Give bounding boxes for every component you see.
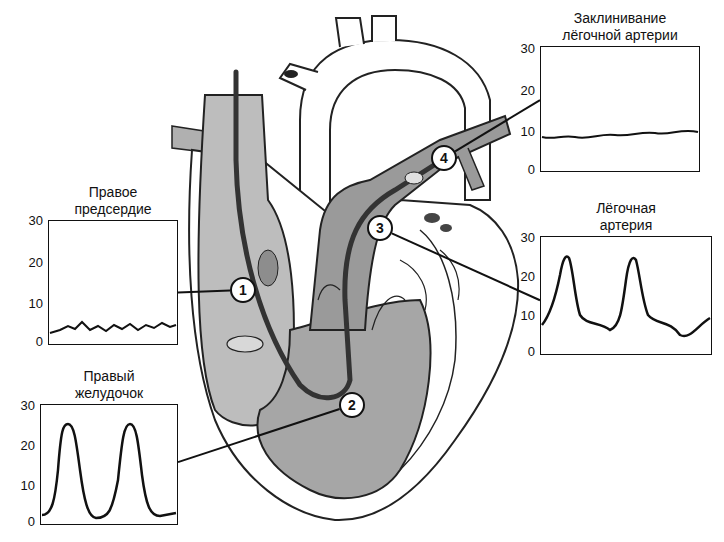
axis-tick-label: 10	[521, 124, 535, 140]
axis-tick-label: 10	[21, 478, 35, 494]
leader-line	[178, 291, 230, 293]
pressure-trace	[542, 131, 698, 138]
leader-line	[392, 233, 540, 300]
axis-tick-label: 30	[29, 213, 43, 229]
callout-number: 2	[348, 397, 356, 413]
leader-line	[178, 409, 340, 462]
pulmonary-branch	[458, 148, 484, 190]
pressure-trace	[50, 322, 176, 333]
valve-detail	[318, 285, 405, 330]
chart-title: Правый желудочок	[59, 368, 159, 402]
callout-number: 1	[239, 282, 247, 298]
aortic-branch	[336, 18, 364, 47]
catheter-balloon	[405, 172, 423, 184]
axis-tick-label: 0	[528, 162, 535, 178]
pressure-chart-panel: Правый желудочок	[40, 404, 178, 525]
coronary-sinus	[227, 336, 263, 352]
chart-title: Заклинивание лёгочной артерии	[545, 10, 695, 44]
axis-tick-label: 30	[521, 41, 535, 57]
pulmonary-vein	[424, 213, 440, 223]
aortic-branch	[372, 16, 396, 42]
pressure-chart-panel: Лёгочная артерия	[540, 236, 712, 355]
axis-tick-label: 10	[29, 296, 43, 312]
callout-circle: 2	[339, 392, 365, 418]
axis-tick-label: 0	[28, 514, 35, 530]
pulmonary-artery	[310, 116, 510, 330]
callout-number: 4	[440, 150, 448, 166]
pressure-trace	[542, 257, 710, 336]
foramen-ovale	[258, 250, 278, 286]
callout-circle: 1	[230, 277, 256, 303]
leader-line	[455, 100, 540, 151]
pulmonary-vein	[440, 224, 452, 232]
callout-number: 3	[376, 220, 384, 236]
callout-circle: 3	[367, 215, 393, 241]
chart-title: Лёгочная артерия	[576, 200, 676, 234]
axis-tick-label: 20	[521, 83, 535, 99]
pressure-trace	[42, 424, 176, 518]
axis-tick-label: 20	[29, 255, 43, 271]
axis-tick-label: 0	[528, 344, 535, 360]
catheter	[236, 72, 445, 398]
pressure-chart-panel: Правое предсердие	[48, 220, 178, 345]
vessel-lumen	[284, 70, 298, 78]
axis-tick-label: 10	[521, 308, 535, 324]
axis-tick-label: 20	[521, 269, 535, 285]
pressure-chart-panel: Заклинивание лёгочной артерии	[540, 46, 700, 172]
axis-tick-label: 20	[21, 438, 35, 454]
axis-tick-label: 0	[36, 334, 43, 350]
chart-title: Правое предсердие	[63, 184, 163, 218]
callout-circle: 4	[431, 145, 457, 171]
aortic-branch	[280, 64, 318, 90]
axis-tick-label: 30	[21, 398, 35, 414]
axis-tick-label: 30	[521, 230, 535, 246]
